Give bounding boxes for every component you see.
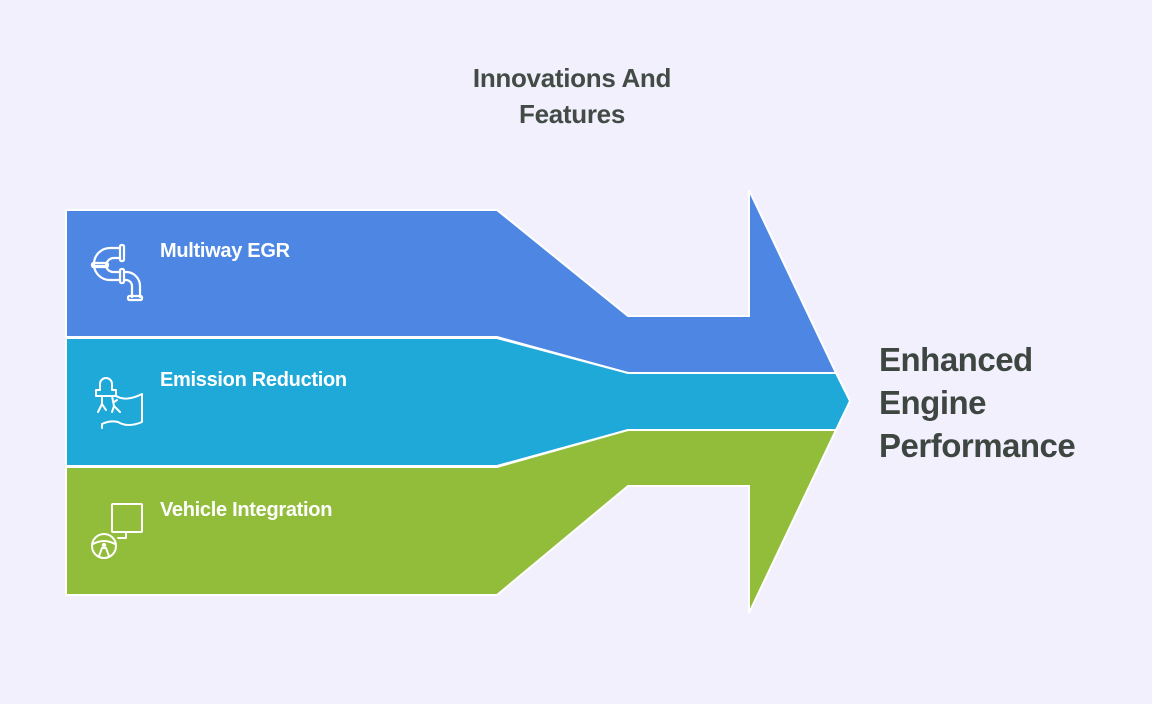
title-line-1: Innovations And: [472, 63, 672, 93]
vehicle-integration-icon: [90, 502, 146, 562]
outcome-line-2: Engine: [879, 384, 987, 421]
diagram-title: Innovations And Features: [452, 60, 692, 132]
outcome-label: Enhanced Engine Performance: [879, 338, 1119, 467]
emission-reduction-icon: [90, 372, 146, 432]
item-label-multiway-egr: Multiway EGR: [160, 240, 290, 262]
title-line-2: Features: [519, 99, 625, 129]
item-label-emission-reduction: Emission Reduction: [160, 369, 347, 391]
band-vehicle-integration: [65, 429, 838, 614]
outcome-line-3: Performance: [879, 427, 1076, 464]
pipe-icon: [90, 242, 146, 302]
outcome-line-1: Enhanced: [879, 341, 1033, 378]
item-label-vehicle-integration: Vehicle Integration: [160, 499, 333, 521]
